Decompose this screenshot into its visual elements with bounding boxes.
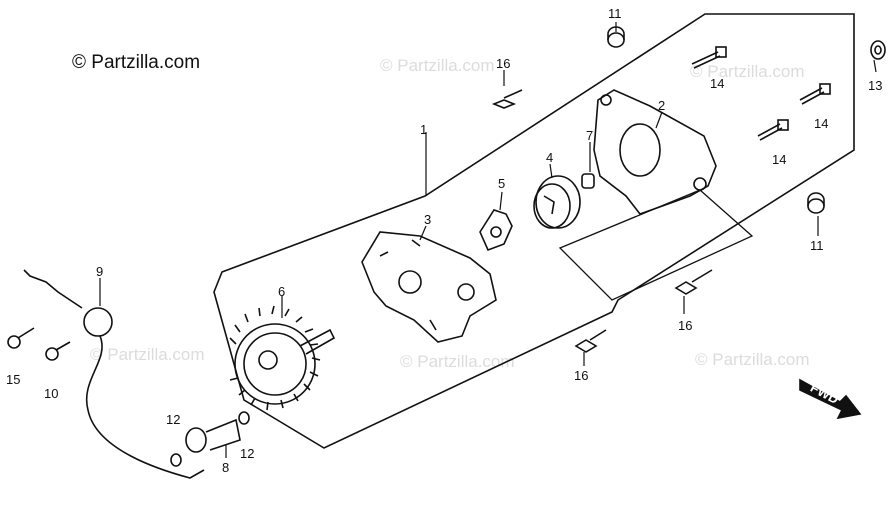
callout-2: 2 [658, 98, 665, 113]
o-ring-part [170, 453, 182, 467]
bolt-part [799, 83, 831, 105]
sub-assembly-outline [558, 189, 754, 301]
watermark-text: © Partzilla.com [380, 56, 495, 75]
flange-bolt-part [491, 89, 523, 109]
pump-body-part [361, 231, 497, 343]
bolt-part [45, 341, 71, 361]
callout-1: 1 [420, 122, 427, 137]
collar-part [807, 192, 825, 214]
callout-14: 14 [814, 116, 828, 131]
bolt-part [757, 119, 789, 141]
fwd-arrow [799, 378, 862, 420]
callout-16: 16 [678, 318, 692, 333]
washer-part [870, 40, 886, 60]
callout-14: 14 [772, 152, 786, 167]
terminal-part [185, 418, 241, 453]
callout-8: 8 [222, 460, 229, 475]
callout-6: 6 [278, 284, 285, 299]
outer-rotor-part [533, 175, 581, 229]
dowel-pin-part [581, 173, 595, 189]
copyright-text: © Partzilla.com [72, 52, 201, 73]
assembly-box-outline [213, 13, 855, 449]
watermark-text: © Partzilla.com [690, 62, 805, 81]
callout-3: 3 [424, 212, 431, 227]
callout-12: 12 [240, 446, 254, 461]
sprocket-part [229, 305, 336, 411]
watermark-text: © Partzilla.com [400, 352, 515, 371]
pump-cover-part [593, 89, 717, 215]
callout-16: 16 [574, 368, 588, 383]
callout-5: 5 [498, 176, 505, 191]
callout-11: 11 [608, 6, 622, 21]
callout-4: 4 [546, 150, 553, 165]
bolt-part [7, 327, 35, 349]
callout-9: 9 [96, 264, 103, 279]
callout-13: 13 [868, 78, 882, 93]
watermark-text: © Partzilla.com [90, 345, 205, 364]
fwd-label: FWD [808, 380, 841, 407]
callout-15: 15 [6, 372, 20, 387]
flange-bolt-part [674, 269, 713, 295]
sensor-switch-part [23, 269, 205, 479]
callout-16: 16 [496, 56, 510, 71]
flange-bolt-part [574, 329, 607, 353]
inner-rotor-part [479, 209, 513, 252]
callout-12: 12 [166, 412, 180, 427]
bolt-part [691, 46, 727, 69]
o-ring-part [238, 411, 250, 425]
callout-11: 11 [810, 238, 824, 253]
callout-14: 14 [710, 76, 724, 91]
callout-10: 10 [44, 386, 58, 401]
callout-7: 7 [586, 128, 593, 143]
watermark-text: © Partzilla.com [695, 350, 810, 369]
